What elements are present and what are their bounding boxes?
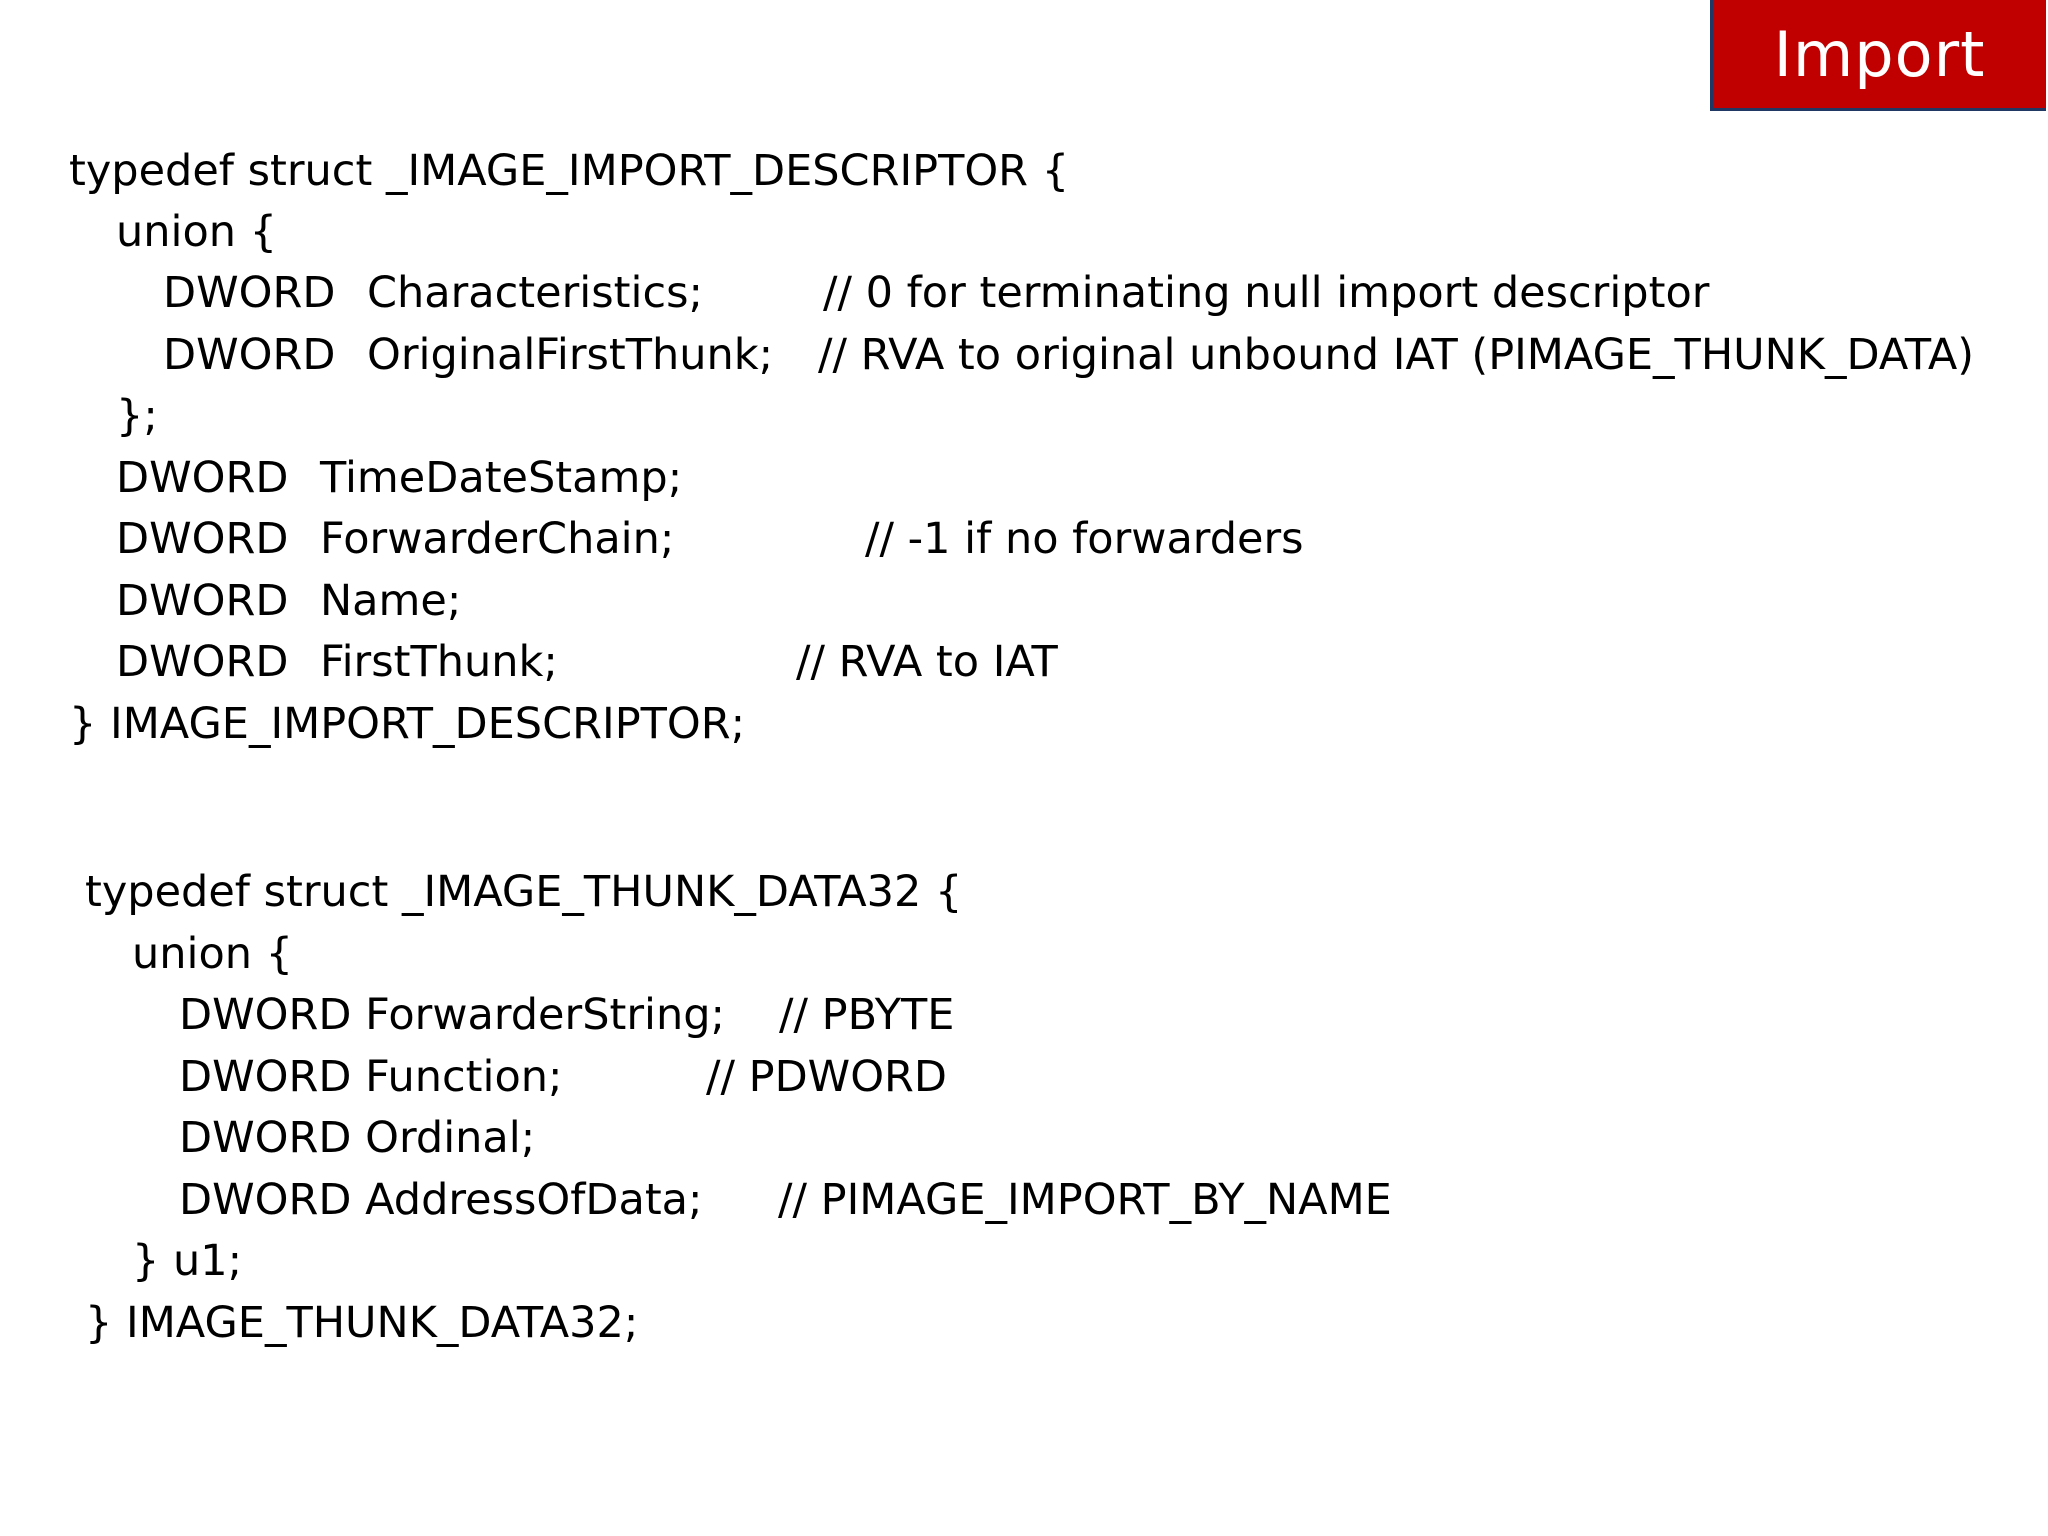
code-field: OriginalFirstThunk; <box>367 330 774 380</box>
code-line: union { <box>132 929 294 979</box>
slide-title: Import <box>1773 17 1986 91</box>
code-type: DWORD <box>163 268 336 318</box>
code-comment: // PDWORD <box>706 1052 948 1102</box>
code-type: DWORD <box>116 514 289 564</box>
code-field: Name; <box>320 576 462 626</box>
code-field: DWORD AddressOfData; <box>179 1175 703 1225</box>
code-field: Characteristics; <box>367 268 703 318</box>
import-descriptor-code: typedef struct _IMAGE_IMPORT_DESCRIPTOR … <box>69 146 1975 749</box>
code-line: } u1; <box>132 1236 243 1286</box>
code-type: DWORD <box>116 637 289 687</box>
code-line: } IMAGE_THUNK_DATA32; <box>85 1298 639 1348</box>
code-comment: // PBYTE <box>779 990 955 1040</box>
code-field: ForwarderChain; <box>320 514 675 564</box>
code-comment: // PIMAGE_IMPORT_BY_NAME <box>778 1175 1392 1225</box>
code-field: DWORD Ordinal; <box>179 1113 536 1163</box>
code-type: DWORD <box>116 576 289 626</box>
slide-title-badge: Import <box>1710 0 2046 111</box>
code-type: DWORD <box>163 330 336 380</box>
code-field: DWORD ForwarderString; <box>179 990 726 1040</box>
code-line: typedef struct _IMAGE_THUNK_DATA32 { <box>85 867 963 917</box>
code-field: DWORD Function; <box>179 1052 563 1102</box>
code-comment: // RVA to IAT <box>796 637 1058 687</box>
code-type: DWORD <box>116 453 289 503</box>
code-line: } IMAGE_IMPORT_DESCRIPTOR; <box>69 699 746 749</box>
code-field: TimeDateStamp; <box>320 453 683 503</box>
code-field: FirstThunk; <box>320 637 558 687</box>
code-line: union { <box>116 207 278 257</box>
code-line: typedef struct _IMAGE_IMPORT_DESCRIPTOR … <box>69 146 1070 196</box>
code-comment: // -1 if no forwarders <box>865 514 1304 564</box>
code-comment: // 0 for terminating null import descrip… <box>823 268 1710 318</box>
code-line: }; <box>116 391 158 441</box>
code-comment: // RVA to original unbound IAT (PIMAGE_T… <box>818 330 1975 380</box>
